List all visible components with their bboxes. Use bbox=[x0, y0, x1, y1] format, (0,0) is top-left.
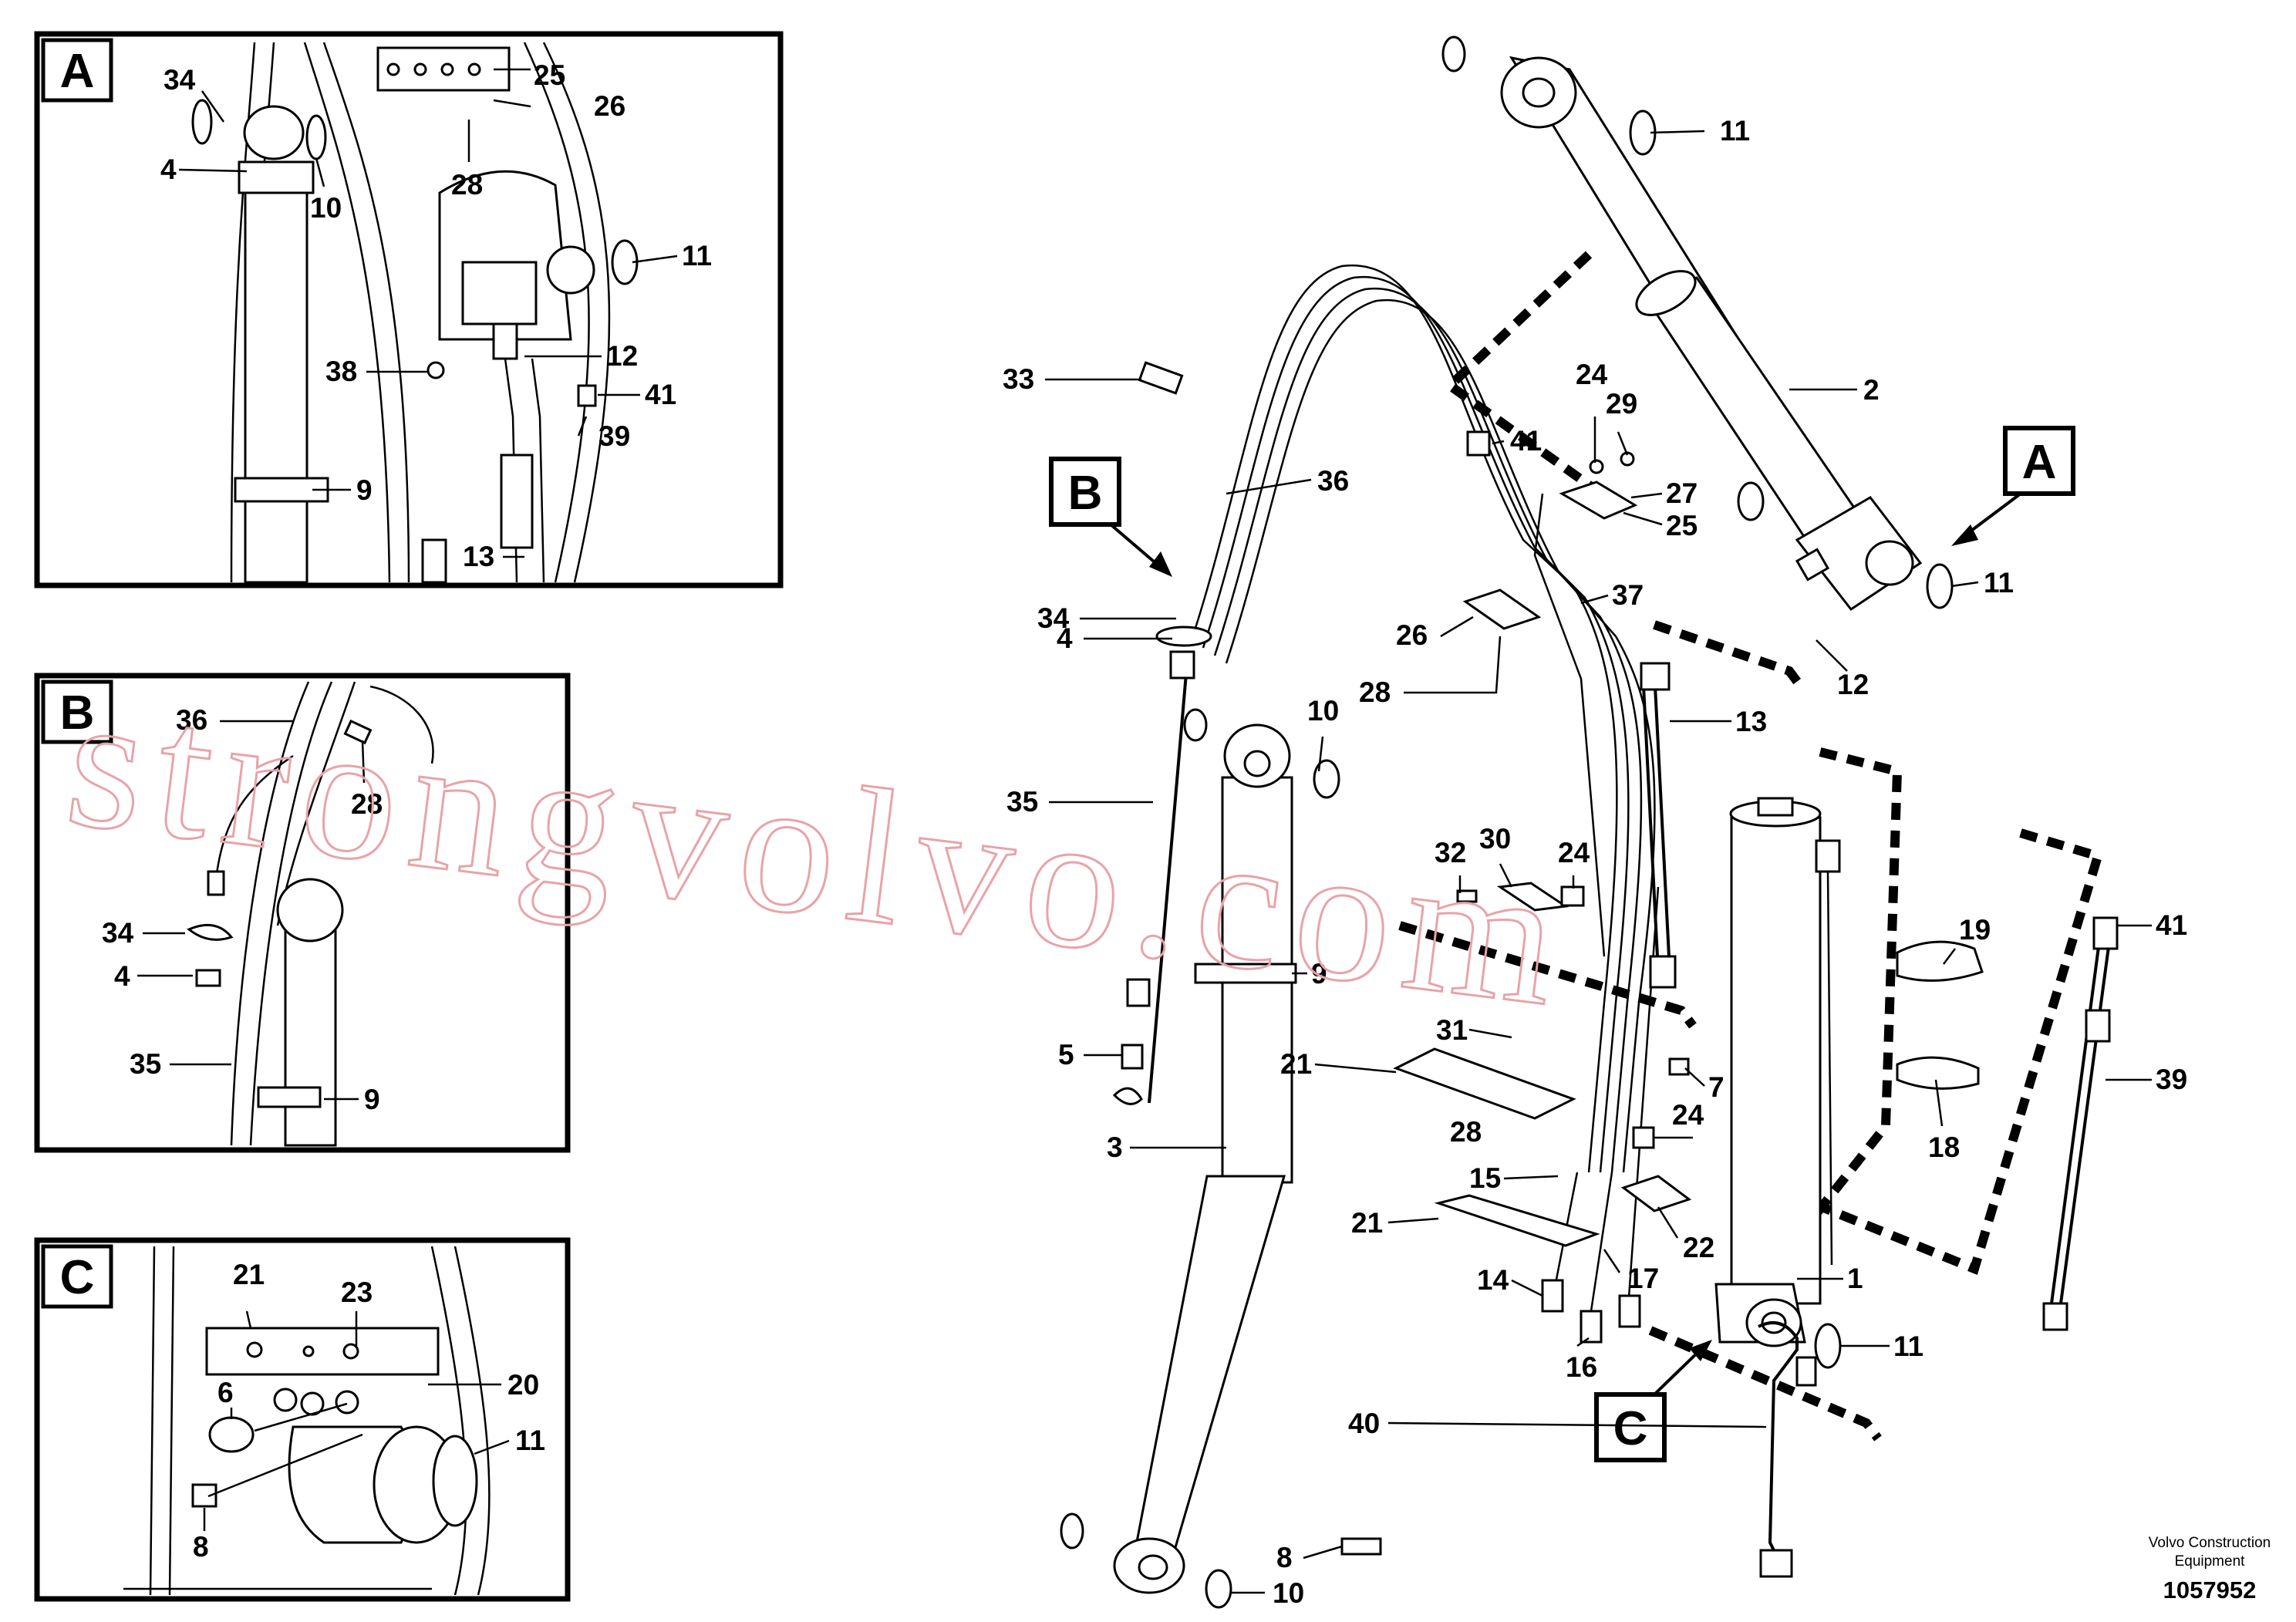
callout-a: A bbox=[1951, 426, 2075, 546]
label-main-29: 29 bbox=[1606, 388, 1637, 420]
label-a-12: 12 bbox=[606, 340, 638, 372]
label-main-24b: 24 bbox=[1558, 837, 1590, 868]
cylinder-3 bbox=[1113, 723, 1297, 1594]
label-c-8: 8 bbox=[193, 1531, 209, 1563]
svg-text:C: C bbox=[1613, 1402, 1648, 1455]
label-main-3: 3 bbox=[1107, 1131, 1123, 1163]
label-main-2: 2 bbox=[1863, 374, 1880, 406]
label-c-20: 20 bbox=[507, 1369, 539, 1401]
label-main-24c: 24 bbox=[1672, 1099, 1704, 1131]
label-main-7: 7 bbox=[1708, 1071, 1725, 1103]
label-c-11: 11 bbox=[515, 1425, 545, 1456]
label-a-39: 39 bbox=[598, 420, 630, 452]
label-main-28: 28 bbox=[1359, 676, 1391, 708]
inset-c-letter: C bbox=[60, 1251, 95, 1304]
main-exploded-view: A B C bbox=[1003, 35, 2187, 1609]
label-b-4: 4 bbox=[114, 960, 130, 992]
label-main-11c: 11 bbox=[1893, 1330, 1923, 1362]
label-b-28: 28 bbox=[351, 788, 383, 820]
label-b-35: 35 bbox=[130, 1048, 161, 1080]
label-main-21b: 21 bbox=[1351, 1207, 1383, 1239]
callout-c: C bbox=[1594, 1340, 1712, 1462]
label-main-1: 1 bbox=[1847, 1263, 1863, 1294]
inset-c-labels: 21 23 6 20 11 8 bbox=[193, 1259, 545, 1563]
inset-c: C 21 23 6 20 11 8 bbox=[34, 1237, 571, 1602]
label-a-4: 4 bbox=[160, 153, 177, 185]
callout-b: B bbox=[1049, 457, 1172, 577]
label-main-28b: 28 bbox=[1450, 1116, 1482, 1148]
cylinder-2 bbox=[1500, 56, 1923, 612]
label-b-36: 36 bbox=[176, 704, 207, 736]
inset-a-labels: 34 25 26 4 10 28 11 38 12 41 39 9 13 bbox=[160, 59, 712, 572]
main-labels: 11 33 36 24 41 29 2 27 25 11 12 34 37 4 … bbox=[1003, 115, 2187, 1609]
label-main-4: 4 bbox=[1057, 622, 1073, 654]
label-main-36: 36 bbox=[1317, 465, 1349, 497]
label-a-10: 10 bbox=[310, 192, 342, 224]
label-main-9: 9 bbox=[1311, 958, 1327, 990]
label-main-27: 27 bbox=[1666, 477, 1698, 509]
label-main-16: 16 bbox=[1566, 1351, 1597, 1383]
label-main-35: 35 bbox=[1006, 786, 1038, 818]
label-c-21: 21 bbox=[233, 1259, 265, 1290]
label-c-23: 23 bbox=[341, 1276, 373, 1308]
label-main-17: 17 bbox=[1627, 1263, 1659, 1294]
inset-a: A bbox=[34, 31, 784, 588]
footer: Volvo Construction Equipment 1057952 bbox=[2149, 1535, 2271, 1603]
leader-lines bbox=[1045, 130, 2152, 1594]
label-main-41b: 41 bbox=[2156, 909, 2187, 941]
label-main-8: 8 bbox=[1276, 1542, 1293, 1573]
label-main-30: 30 bbox=[1479, 823, 1511, 855]
label-main-15: 15 bbox=[1469, 1162, 1501, 1194]
svg-text:B: B bbox=[1068, 467, 1103, 520]
label-main-14: 14 bbox=[1477, 1264, 1509, 1296]
label-main-32: 32 bbox=[1435, 837, 1466, 868]
company-line-1: Volvo Construction bbox=[2149, 1535, 2271, 1551]
label-main-41a: 41 bbox=[1510, 425, 1542, 457]
inset-b-letter: B bbox=[60, 686, 95, 740]
label-main-37: 37 bbox=[1612, 579, 1644, 611]
label-main-11a: 11 bbox=[1720, 115, 1750, 147]
label-main-22: 22 bbox=[1683, 1232, 1714, 1263]
inset-a-letter: A bbox=[60, 45, 95, 98]
label-c-6: 6 bbox=[217, 1377, 234, 1408]
label-main-39: 39 bbox=[2156, 1064, 2187, 1095]
label-a-34: 34 bbox=[164, 64, 196, 96]
label-main-10a: 10 bbox=[1307, 695, 1339, 727]
label-main-12: 12 bbox=[1837, 669, 1869, 700]
label-a-11: 11 bbox=[682, 240, 712, 271]
label-main-33: 33 bbox=[1003, 363, 1034, 395]
label-main-18: 18 bbox=[1928, 1131, 1960, 1163]
company-line-2: Equipment bbox=[2175, 1553, 2246, 1570]
label-main-11b: 11 bbox=[1984, 567, 2014, 599]
label-a-26: 26 bbox=[594, 90, 625, 122]
washers bbox=[1060, 35, 1954, 1609]
label-main-13: 13 bbox=[1735, 706, 1767, 737]
label-a-41: 41 bbox=[645, 379, 676, 410]
svg-text:A: A bbox=[2022, 436, 2057, 489]
label-main-34: 34 bbox=[1037, 602, 1070, 634]
hose-bundle bbox=[1190, 264, 1660, 1344]
label-main-10b: 10 bbox=[1273, 1577, 1304, 1609]
label-main-25: 25 bbox=[1666, 510, 1698, 541]
label-main-21a: 21 bbox=[1280, 1048, 1312, 1080]
label-main-31: 31 bbox=[1436, 1014, 1468, 1046]
label-b-9: 9 bbox=[364, 1084, 380, 1115]
label-main-26: 26 bbox=[1396, 619, 1428, 651]
label-main-40: 40 bbox=[1348, 1408, 1380, 1439]
label-main-19: 19 bbox=[1959, 914, 1991, 946]
label-main-24a: 24 bbox=[1576, 359, 1608, 390]
label-a-9: 9 bbox=[356, 474, 373, 506]
label-a-38: 38 bbox=[325, 356, 357, 387]
label-a-13: 13 bbox=[463, 541, 494, 572]
inset-b-labels: 36 28 34 4 35 9 bbox=[102, 704, 383, 1115]
label-main-5: 5 bbox=[1058, 1039, 1074, 1071]
label-a-28: 28 bbox=[451, 169, 483, 201]
drawing-number: 1057952 bbox=[2163, 1576, 2257, 1603]
cylinder-1 bbox=[1714, 797, 1841, 1347]
inset-b: B 36 28 34 4 35 9 bbox=[34, 673, 571, 1153]
label-a-25: 25 bbox=[534, 59, 565, 91]
label-b-34: 34 bbox=[102, 917, 134, 949]
